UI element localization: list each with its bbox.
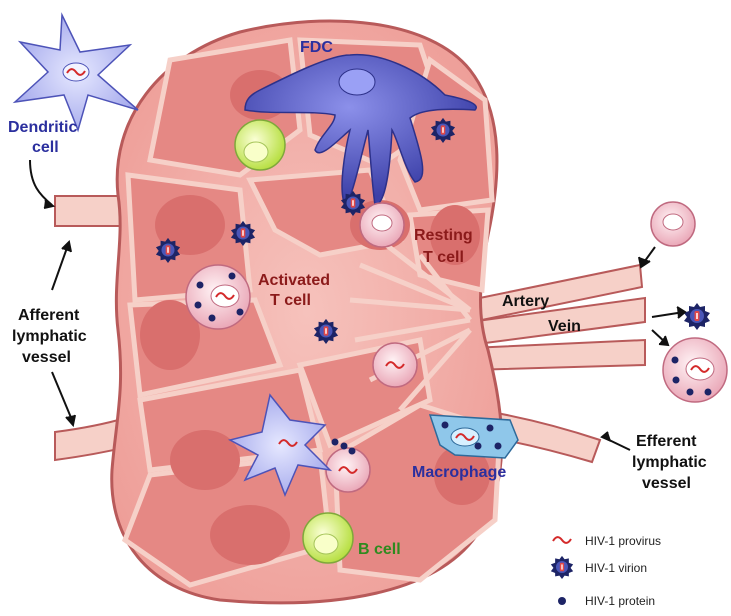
legend-protein-label: HIV-1 protein [585, 594, 655, 608]
t-cell-infected-center [372, 342, 418, 388]
label-artery: Artery [502, 293, 549, 310]
legend-provirus-label: HIV-1 provirus [585, 534, 661, 548]
legend-protein-icon [558, 597, 566, 605]
t-cell-right-top [650, 201, 696, 247]
label-activated-1: Activated [258, 272, 330, 289]
virion-right [684, 303, 710, 330]
legend-virion-icon [550, 555, 574, 579]
label-b-cell: B cell [358, 541, 401, 558]
resting-t-cell [359, 202, 405, 248]
legend: HIV-1 provirus HIV-1 virion HIV-1 protei… [550, 534, 661, 608]
label-efferent-1: Efferent [636, 433, 697, 450]
label-afferent-3: vessel [22, 349, 71, 366]
label-efferent-3: vessel [642, 475, 691, 492]
legend-provirus-icon [552, 536, 572, 544]
label-efferent-2: lymphatic [632, 454, 707, 471]
t-cell-right-bottom [662, 337, 728, 403]
label-macrophage: Macrophage [412, 464, 506, 481]
dendritic-cell-node [227, 393, 356, 498]
label-afferent-2: lymphatic [12, 328, 87, 345]
t-cell-infected-lower [325, 447, 371, 493]
label-dendritic-2: cell [32, 139, 59, 156]
label-dendritic-1: Dendritic [8, 119, 77, 136]
label-fdc: FDC [300, 39, 333, 56]
label-afferent-1: Afferent [18, 307, 80, 324]
b-cell-top [234, 119, 286, 171]
legend-virion-label: HIV-1 virion [585, 561, 647, 575]
b-cell-bottom [302, 512, 354, 564]
label-resting-2: T cell [423, 249, 464, 266]
activated-t-cell [185, 264, 251, 330]
efferent-vessel [469, 338, 646, 372]
label-resting-1: Resting [414, 227, 473, 244]
arrows [29, 159, 687, 451]
label-activated-2: T cell [270, 292, 311, 309]
label-vein: Vein [548, 318, 581, 335]
macrophage-cell [428, 414, 519, 459]
medullary-cords [349, 238, 472, 412]
dendritic-cell-free [12, 12, 139, 133]
